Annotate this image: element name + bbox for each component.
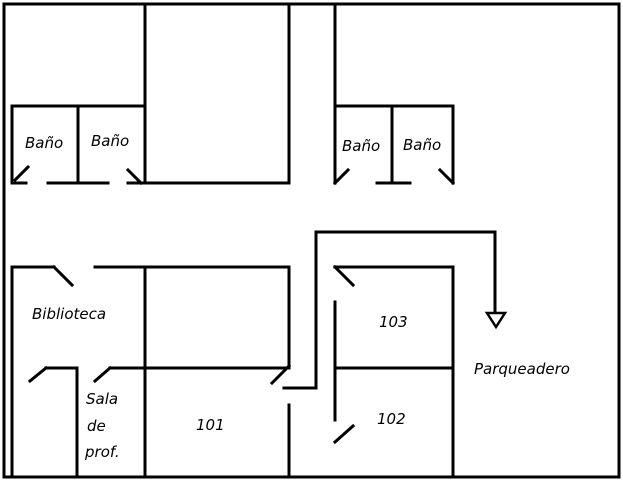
bathroom-2-label: Baño	[91, 132, 129, 150]
library-label: Biblioteca	[32, 305, 106, 323]
parking-arrow-icon	[484, 311, 508, 330]
right-bathroom-walls	[332, 2, 456, 186]
staff-room-label-line2: de	[87, 417, 106, 435]
room-103-label: 103	[379, 313, 408, 331]
parking-label: Parqueadero	[474, 360, 570, 378]
bathroom-4-label: Baño	[403, 136, 441, 154]
corridor-walls	[282, 230, 497, 390]
library-walls	[10, 264, 292, 479]
bathroom-1-label: Baño	[25, 134, 63, 152]
staff-room-label-line3: prof.	[84, 443, 120, 461]
room-102-label: 102	[377, 410, 406, 428]
bathroom-3-label: Baño	[342, 137, 380, 155]
left-bathroom-walls	[10, 104, 147, 186]
room-101-walls	[143, 265, 291, 479]
rooms-102-103-walls	[332, 264, 455, 479]
room-101-label: 101	[196, 416, 225, 434]
top-left-block-walls	[143, 2, 291, 185]
staff-room-walls	[27, 365, 147, 479]
staff-room-label-line1: Sala	[86, 390, 118, 408]
